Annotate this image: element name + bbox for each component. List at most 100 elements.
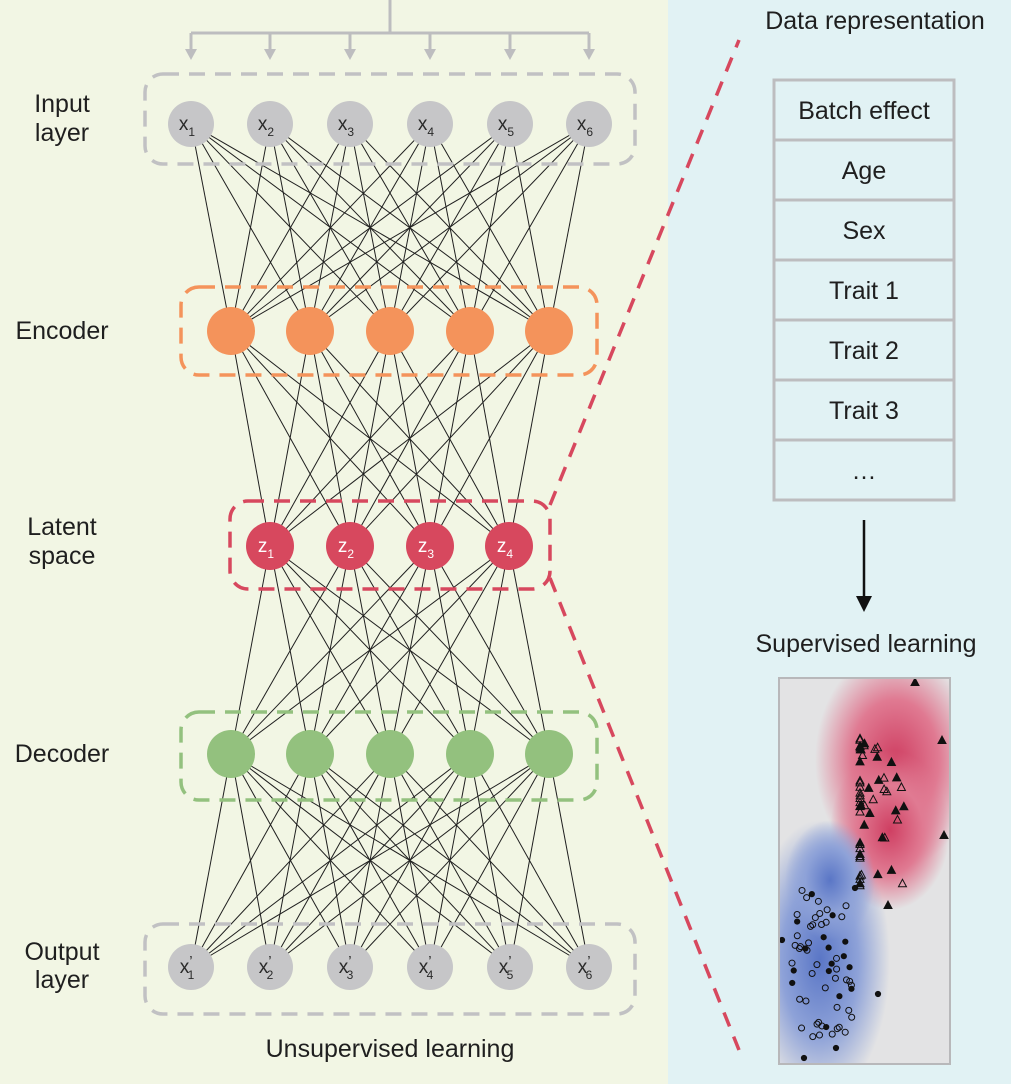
edge xyxy=(269,330,550,547)
input-node-label: x3 xyxy=(338,114,355,139)
decoder-node xyxy=(446,730,494,778)
class-a-point xyxy=(855,777,865,787)
edge xyxy=(349,753,550,968)
decoder-node xyxy=(207,730,255,778)
edge xyxy=(230,545,351,755)
node-symbol: x xyxy=(498,114,508,135)
edge xyxy=(230,123,431,332)
node-subscript: 1 xyxy=(267,547,274,561)
class-a-point xyxy=(855,873,865,883)
edge xyxy=(230,123,590,332)
class-a-point xyxy=(872,751,883,761)
class-b-point xyxy=(842,902,850,910)
latent-node-label: z1 xyxy=(258,536,275,561)
class-a-point xyxy=(896,781,907,791)
class-b-point xyxy=(796,943,804,951)
node-subscript: 6 xyxy=(586,968,593,982)
class-a-point xyxy=(886,864,897,874)
class-a-point xyxy=(910,678,920,686)
class-a-point xyxy=(855,775,865,785)
output-node xyxy=(487,944,533,990)
input-layer-label: Input xyxy=(34,90,90,118)
class-b-point xyxy=(809,1033,817,1041)
class-b-point xyxy=(828,960,835,967)
class-b-point xyxy=(833,1025,841,1033)
edge xyxy=(190,753,232,968)
network-edges xyxy=(190,123,590,968)
node-symbol: x xyxy=(418,114,428,135)
class-b-point xyxy=(828,1030,836,1038)
node-prime: ’ xyxy=(268,953,271,970)
class-a-point xyxy=(890,805,901,815)
edge xyxy=(469,545,510,755)
input-node xyxy=(407,101,453,147)
class-a-point xyxy=(899,801,909,811)
input-node-label: x4 xyxy=(418,114,435,139)
edge xyxy=(509,753,550,968)
latent-node xyxy=(406,522,454,570)
table-row: Trait 2 xyxy=(829,337,899,365)
class-b-point xyxy=(846,977,854,985)
class-b-point xyxy=(815,1018,823,1026)
input-node xyxy=(566,101,612,147)
table-row: … xyxy=(852,457,877,485)
edge xyxy=(190,753,550,968)
unsupervised-caption: Unsupervised learning xyxy=(266,1035,515,1063)
edge xyxy=(389,123,590,332)
class-b-point xyxy=(798,1024,806,1032)
class-a-point xyxy=(891,772,902,782)
class-a-point xyxy=(883,899,893,909)
node-symbol: x xyxy=(258,114,268,135)
class-a-point xyxy=(870,743,880,753)
classification-plot xyxy=(778,677,951,1065)
table-row: Age xyxy=(842,157,886,185)
class-b-point xyxy=(814,897,822,905)
class-a-point xyxy=(897,878,908,888)
class-b-point xyxy=(816,909,824,917)
class-b-point xyxy=(842,938,849,945)
input-node-label: x2 xyxy=(258,114,275,139)
table-row: Batch effect xyxy=(798,97,930,125)
class-b-point xyxy=(829,912,836,919)
output-node-label: x’1 xyxy=(180,953,195,982)
output-node xyxy=(327,944,373,990)
input-node-label: x1 xyxy=(179,114,196,139)
output-node xyxy=(407,944,453,990)
down-arrow xyxy=(856,520,872,612)
output-node xyxy=(247,944,293,990)
node-subscript: 3 xyxy=(347,125,354,139)
class-a-point xyxy=(855,740,865,750)
node-symbol: z xyxy=(418,536,428,557)
class-a-point xyxy=(872,869,883,879)
encoder-node xyxy=(207,307,255,355)
output-layer-box xyxy=(143,922,637,1016)
edge xyxy=(190,123,232,332)
edge xyxy=(190,753,311,968)
edge xyxy=(230,330,271,547)
class-a-point xyxy=(939,829,949,839)
output-layer-label: Output xyxy=(24,938,99,966)
edge xyxy=(429,330,550,547)
edge xyxy=(190,753,471,968)
node-subscript: 3 xyxy=(427,547,434,561)
node-symbol: z xyxy=(338,536,348,557)
edge xyxy=(508,545,550,755)
node-subscript: 5 xyxy=(507,968,514,982)
class-b-point xyxy=(848,1013,856,1021)
latent-node-label: z4 xyxy=(497,536,514,561)
edge xyxy=(230,545,271,755)
edge xyxy=(230,123,511,332)
class-b-point xyxy=(838,913,846,921)
node-prime: ’ xyxy=(587,953,590,970)
edge xyxy=(469,123,590,332)
edge xyxy=(230,123,271,332)
decoder-layer: Decoder xyxy=(15,710,599,802)
edge xyxy=(230,123,351,332)
edge xyxy=(309,545,510,755)
node-subscript: 2 xyxy=(347,547,354,561)
table-row: Sex xyxy=(842,217,886,245)
class-b-point xyxy=(779,936,786,944)
input-layer-label: layer xyxy=(35,119,89,147)
supervised-caption: Supervised learning xyxy=(756,630,977,658)
